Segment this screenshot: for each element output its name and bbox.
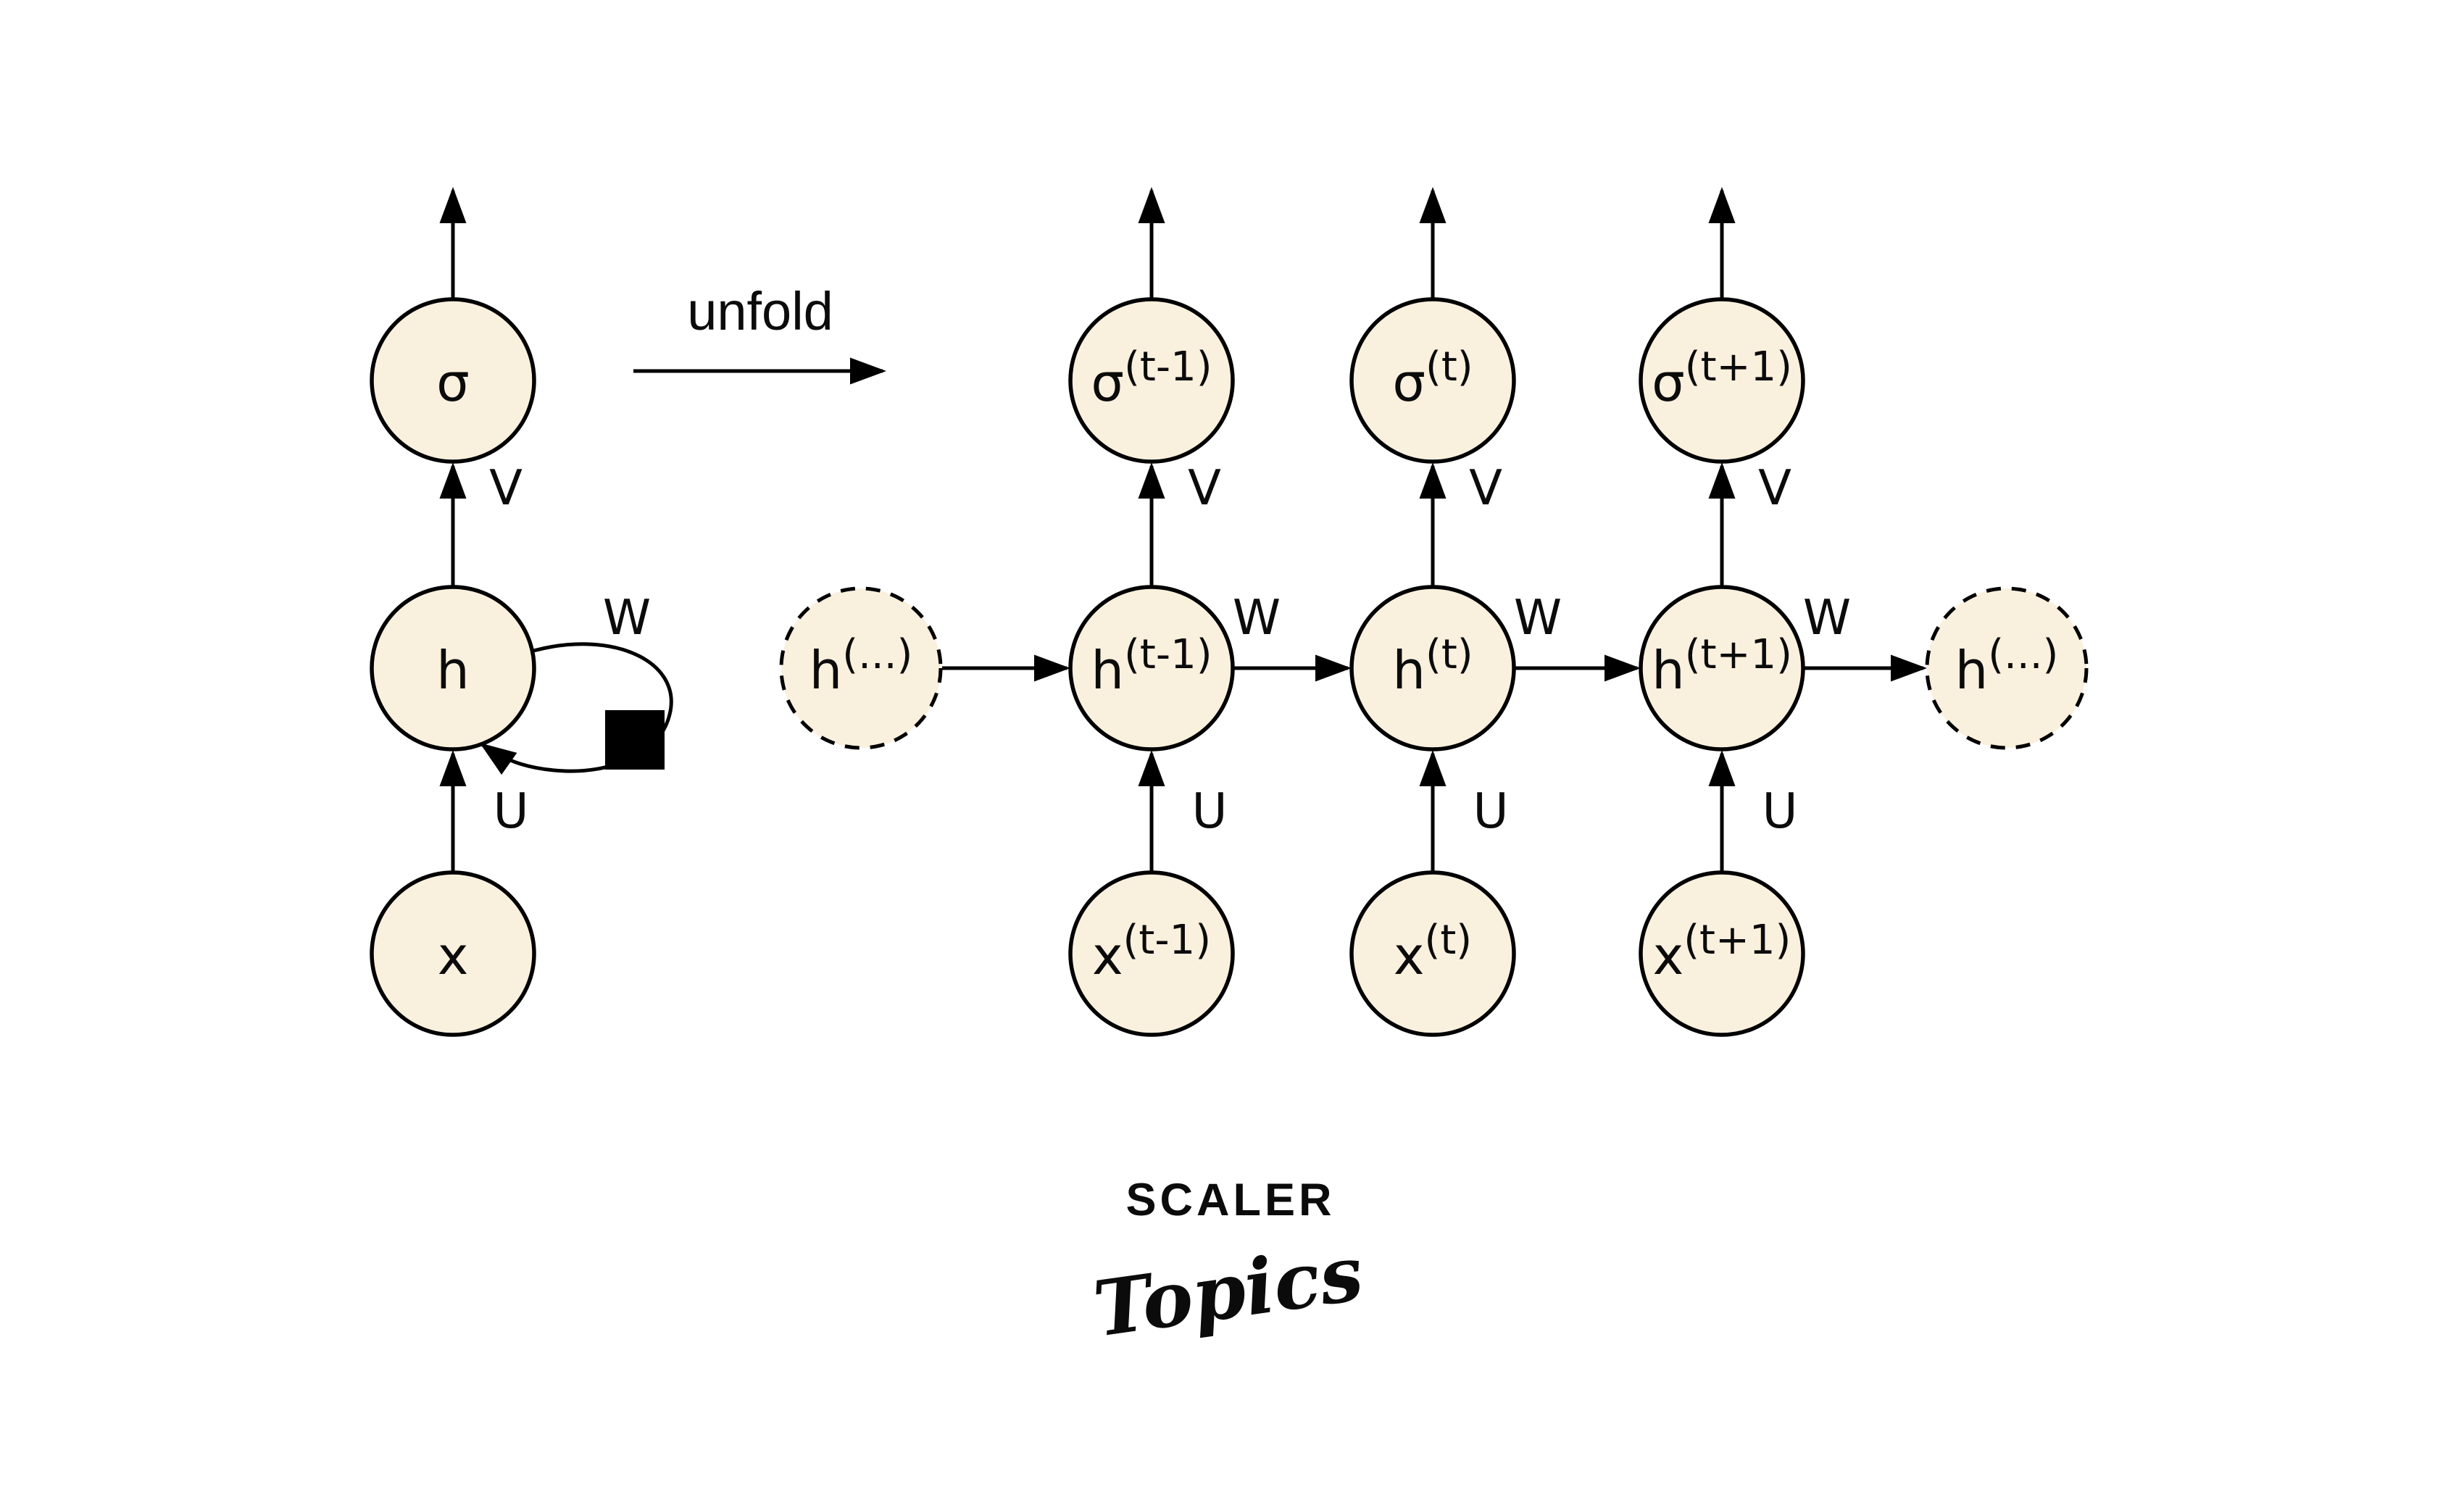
node-h-prev-ellipsis-sup: (...) xyxy=(842,631,912,678)
node-x-t-1-label: x(t-1) xyxy=(1092,917,1211,986)
node-x-folded xyxy=(370,870,536,1037)
edge-label-v-t-1: V xyxy=(1188,459,1221,516)
delay-square-icon xyxy=(605,710,665,770)
node-h-t-plus-1-sup: (t+1) xyxy=(1685,631,1792,678)
node-x-t-label: x(t) xyxy=(1394,917,1472,986)
node-sigma-t-plus-1-base: σ xyxy=(1652,352,1685,413)
node-x-t-sup: (t) xyxy=(1424,917,1472,964)
logo-scaler-text: SCALER xyxy=(1125,1175,1335,1225)
node-h-t-1-base: h xyxy=(1091,640,1124,701)
edge-label-w-t-plus-1: W xyxy=(1803,589,1851,646)
edge-label-u-t: U xyxy=(1473,783,1508,839)
node-h-next-ellipsis xyxy=(1925,586,2089,750)
node-x-t-plus-1-sup: (t+1) xyxy=(1683,917,1791,964)
node-sigma-t xyxy=(1349,297,1516,464)
node-h-t-plus-1 xyxy=(1639,585,1805,751)
node-x-t-1-sup: (t-1) xyxy=(1123,917,1212,964)
node-sigma-t-1-sup: (t-1) xyxy=(1124,343,1212,391)
node-h-t-base: h xyxy=(1392,640,1425,701)
node-x-t-base: x xyxy=(1394,925,1425,986)
node-sigma-t-plus-1-sup: (t+1) xyxy=(1685,343,1792,391)
node-h-t-1-label: h(t-1) xyxy=(1091,631,1212,701)
edge-label-w-folded: W xyxy=(603,589,651,646)
node-sigma-t-plus-1-label: σ(t+1) xyxy=(1652,343,1792,413)
node-sigma-t-base: σ xyxy=(1392,352,1425,413)
node-h-t-1-sup: (t-1) xyxy=(1124,631,1212,678)
node-sigma-t-1-label: σ(t-1) xyxy=(1091,343,1212,413)
node-sigma-t-label: σ(t) xyxy=(1392,343,1473,413)
node-sigma-t-1 xyxy=(1068,297,1235,464)
node-h-prev-ellipsis xyxy=(779,586,943,750)
node-h-t-1 xyxy=(1068,585,1235,751)
node-sigma-folded xyxy=(370,297,536,464)
node-h-prev-ellipsis-label: h(...) xyxy=(809,631,913,701)
node-x-t-1-base: x xyxy=(1092,925,1123,986)
logo-topics-text: Topics xyxy=(1089,1228,1368,1354)
node-sigma-folded-label: σ xyxy=(436,352,470,413)
edge-label-u-t-1: U xyxy=(1191,783,1227,839)
node-h-t xyxy=(1349,585,1516,751)
node-x-t-plus-1 xyxy=(1639,870,1805,1037)
node-h-next-ellipsis-sup: (...) xyxy=(1988,631,2058,678)
node-x-t-1 xyxy=(1068,870,1235,1037)
edge-label-u-t-plus-1: U xyxy=(1762,783,1797,839)
edge-label-v-folded: V xyxy=(489,459,523,516)
node-h-next-ellipsis-label: h(...) xyxy=(1955,631,2059,701)
edge-label-u-folded: U xyxy=(493,783,528,839)
unfold-label: unfold xyxy=(687,281,833,341)
node-sigma-t-1-base: σ xyxy=(1091,352,1124,413)
node-h-next-ellipsis-base: h xyxy=(1955,640,1989,701)
node-h-folded-base: h xyxy=(436,640,470,701)
node-x-folded-base: x xyxy=(438,925,469,986)
node-h-folded-label: h xyxy=(436,640,470,701)
node-x-t-plus-1-label: x(t+1) xyxy=(1653,917,1791,986)
edge-label-w-t-1: W xyxy=(1233,589,1281,646)
node-sigma-t-sup: (t) xyxy=(1425,343,1473,391)
node-sigma-folded-base: σ xyxy=(436,352,470,413)
node-x-t-plus-1-base: x xyxy=(1653,925,1684,986)
node-x-folded-label: x xyxy=(438,925,469,986)
edge-label-v-t: V xyxy=(1469,459,1502,516)
node-h-t-label: h(t) xyxy=(1392,631,1473,701)
node-h-t-sup: (t) xyxy=(1425,631,1473,678)
edge-label-w-t: W xyxy=(1514,589,1562,646)
node-h-t-plus-1-label: h(t+1) xyxy=(1652,631,1792,701)
node-h-prev-ellipsis-base: h xyxy=(809,640,843,701)
node-h-t-plus-1-base: h xyxy=(1652,640,1685,701)
node-sigma-t-plus-1 xyxy=(1639,297,1805,464)
edge-label-v-t-plus-1: V xyxy=(1758,459,1791,516)
node-x-t xyxy=(1349,870,1516,1037)
node-h-folded xyxy=(370,585,536,751)
